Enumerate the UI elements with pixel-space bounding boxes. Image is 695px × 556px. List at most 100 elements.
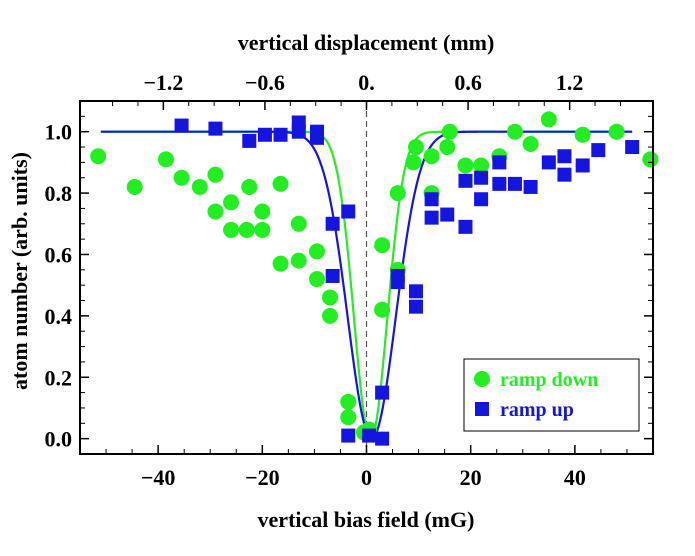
x2-tick-label: −0.6: [245, 70, 285, 95]
data-point-ramp-down: [522, 135, 539, 152]
x-tick-label: 20: [460, 465, 482, 490]
data-point-ramp-up: [575, 158, 590, 173]
legend-marker-ramp-down: [474, 371, 490, 387]
data-point-ramp-down: [457, 157, 474, 174]
data-point-ramp-down: [290, 215, 307, 232]
y-tick-label: 0.6: [45, 242, 73, 267]
x-tick-label: −40: [141, 465, 176, 490]
data-point-ramp-down: [272, 255, 289, 272]
legend-label-ramp-down: ramp down: [500, 369, 598, 391]
data-point-ramp-up: [375, 431, 390, 446]
data-point-ramp-down: [642, 151, 659, 168]
data-point-ramp-down: [223, 194, 240, 211]
x-tick-label: 40: [564, 465, 586, 490]
data-point-ramp-down: [272, 175, 289, 192]
data-point-ramp-up: [408, 299, 423, 314]
legend-box: [463, 358, 640, 432]
data-point-ramp-down: [207, 203, 224, 220]
data-point-ramp-down: [191, 178, 208, 195]
data-point-ramp-down: [506, 123, 523, 140]
data-point-ramp-up: [474, 192, 489, 207]
data-point-ramp-up: [291, 124, 306, 139]
data-point-ramp-up: [242, 133, 257, 148]
data-point-ramp-up: [424, 192, 439, 207]
x2-axis-title: vertical displacement (mm): [238, 30, 495, 55]
data-point-ramp-down: [608, 123, 625, 140]
data-point-ramp-down: [254, 203, 271, 220]
y-axis-title: atom number (arb. units): [7, 152, 32, 390]
data-point-ramp-down: [126, 178, 143, 195]
data-point-ramp-up: [174, 118, 189, 133]
y-tick-label: 0.2: [45, 365, 73, 390]
data-point-ramp-down: [173, 169, 190, 186]
x2-tick-label: −1.2: [143, 70, 183, 95]
legend-label-ramp-up: ramp up: [500, 399, 574, 421]
legend: ramp down ramp up: [463, 358, 640, 432]
data-point-ramp-down: [90, 148, 107, 165]
data-point-ramp-down: [322, 289, 339, 306]
data-point-ramp-up: [362, 428, 377, 443]
data-point-ramp-down: [574, 126, 591, 143]
x-tick-label: −20: [245, 465, 280, 490]
data-point-ramp-down: [374, 301, 391, 318]
data-point-ramp-down: [407, 139, 424, 156]
y-tick-label: 0.4: [45, 304, 73, 329]
data-point-ramp-down: [405, 154, 422, 171]
legend-marker-ramp-up: [475, 402, 489, 416]
data-point-ramp-up: [390, 268, 405, 283]
data-point-ramp-up: [541, 155, 556, 170]
data-point-ramp-down: [309, 243, 326, 260]
data-point-ramp-up: [507, 176, 522, 191]
data-point-ramp-down: [473, 157, 490, 174]
x2-tick-label: 0.6: [454, 70, 482, 95]
data-point-ramp-up: [492, 155, 507, 170]
x-axis-title: vertical bias field (mG): [258, 507, 475, 532]
data-point-ramp-down: [441, 123, 458, 140]
data-point-ramp-up: [341, 428, 356, 443]
y-tick-label: 0.8: [45, 181, 73, 206]
x2-tick-label: 0.: [358, 70, 375, 95]
data-point-ramp-down: [340, 393, 357, 410]
data-point-ramp-up: [557, 167, 572, 182]
data-point-ramp-up: [424, 210, 439, 225]
y-tick-label: 1.0: [45, 120, 73, 145]
data-point-ramp-up: [325, 216, 340, 231]
data-point-ramp-up: [375, 385, 390, 400]
data-point-ramp-up: [458, 173, 473, 188]
data-point-ramp-down: [389, 185, 406, 202]
data-point-ramp-up: [591, 143, 606, 158]
data-point-ramp-up: [341, 204, 356, 219]
ticks: −40 −20 0 20 40 −1.2 −0.6 0. 0.6 1.2 0.0 0.2 0.4 0.6 0…: [45, 70, 653, 490]
data-point-ramp-up: [557, 149, 572, 164]
x2-tick-label: 1.2: [556, 70, 584, 95]
data-point-ramp-down: [322, 307, 339, 324]
data-point-ramp-down: [290, 252, 307, 269]
data-point-ramp-up: [208, 121, 223, 136]
data-point-ramp-up: [257, 127, 272, 142]
data-point-ramp-down: [241, 178, 258, 195]
data-point-ramp-up: [273, 127, 288, 142]
data-point-ramp-up: [408, 284, 423, 299]
data-point-ramp-up: [625, 140, 640, 155]
data-point-ramp-down: [423, 148, 440, 165]
data-point-ramp-down: [157, 151, 174, 168]
plot-area: [90, 101, 659, 454]
data-point-ramp-up: [474, 170, 489, 185]
data-point-ramp-up: [440, 207, 455, 222]
data-point-ramp-down: [439, 139, 456, 156]
data-point-ramp-down: [207, 166, 224, 183]
data-point-ramp-up: [310, 124, 325, 139]
data-point-ramp-up: [492, 176, 507, 191]
data-point-ramp-down: [374, 237, 391, 254]
y-tick-label: 0.0: [45, 427, 73, 452]
data-point-ramp-down: [309, 271, 326, 288]
data-point-ramp-up: [523, 179, 538, 194]
data-point-ramp-down: [238, 221, 255, 238]
data-point-ramp-up: [325, 268, 340, 283]
data-point-ramp-down: [540, 111, 557, 128]
data-point-ramp-down: [340, 409, 357, 426]
x-tick-label: 0: [361, 465, 372, 490]
data-point-ramp-up: [458, 219, 473, 234]
data-point-ramp-down: [254, 221, 271, 238]
